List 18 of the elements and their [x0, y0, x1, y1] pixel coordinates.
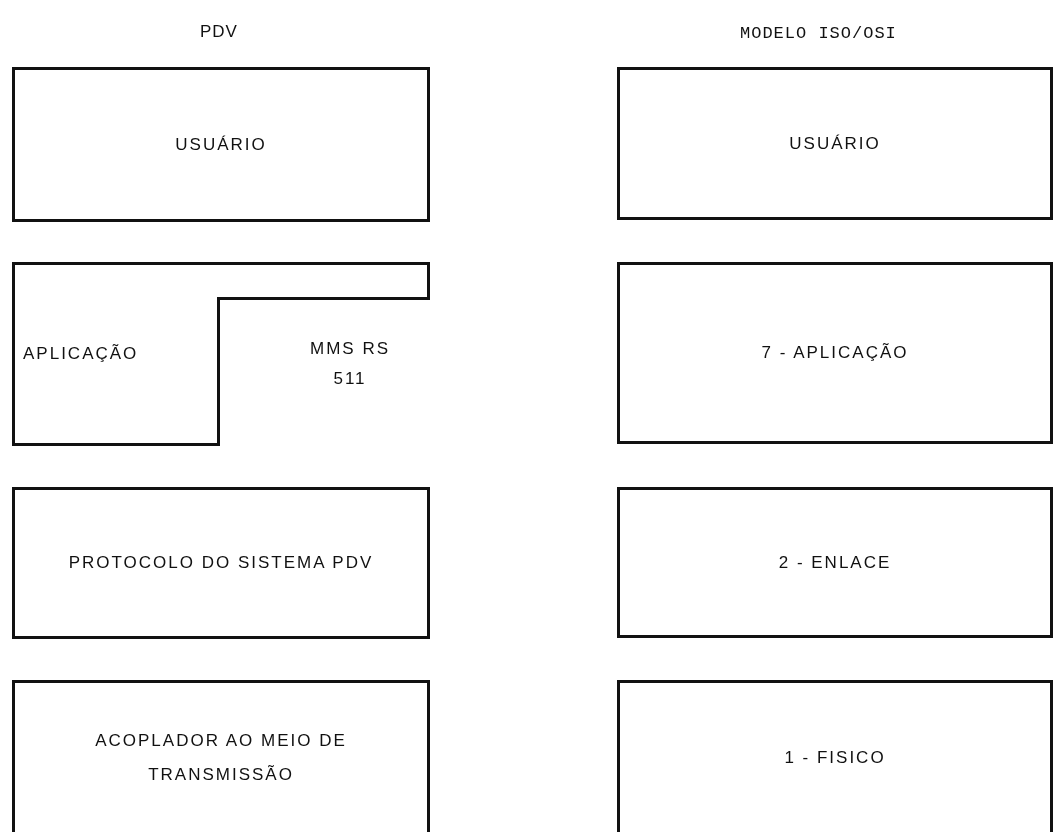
layer-label: MMS RS 511 [309, 338, 391, 390]
layer-box [12, 487, 430, 639]
layer-label: USUÁRIO [175, 133, 267, 156]
column-heading: MODELO ISO/OSI [740, 24, 897, 43]
layer-box [617, 680, 1053, 832]
layer-label: ACOPLADOR AO MEIO DE TRANSMISSÃO [94, 730, 348, 786]
layer-label: 1 - FISICO [784, 747, 886, 769]
layer-label: APLICAÇÃO [23, 343, 139, 365]
layer-box [12, 67, 430, 222]
layer-label: USUÁRIO [789, 132, 881, 155]
layer-label: 2 - ENLACE [778, 551, 892, 574]
layer-box [617, 67, 1053, 220]
layer-label: 7 - APLICAÇÃO [761, 342, 909, 364]
layer-box [617, 262, 1053, 444]
layer-box [617, 487, 1053, 638]
column-heading: PDV [200, 22, 238, 42]
layer-box [12, 680, 430, 832]
layer-label: PROTOCOLO DO SISTEMA PDV [68, 552, 374, 574]
